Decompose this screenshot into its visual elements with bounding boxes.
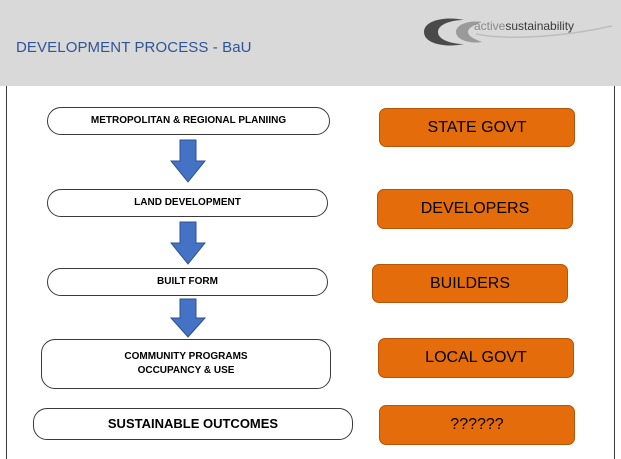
down-arrow-icon: [170, 298, 206, 338]
actor-developers: DEVELOPERS: [377, 189, 573, 229]
step-label-line1: COMMUNITY PROGRAMS: [124, 351, 248, 362]
actor-label: DEVELOPERS: [420, 200, 530, 217]
actor-unknown: ??????: [379, 405, 575, 445]
actor-label: LOCAL GOVT: [425, 349, 527, 366]
actor-label: ??????: [450, 416, 504, 433]
actor-local-govt: LOCAL GOVT: [378, 338, 574, 378]
slide-frame: [6, 86, 615, 459]
logo-wordmark: activesustainability: [474, 19, 574, 33]
step-label-line2: OCCUPANCY & USE: [137, 365, 235, 376]
down-arrow-icon: [170, 221, 206, 265]
actor-label: BUILDERS: [429, 274, 511, 292]
actor-state-govt: STATE GOVT: [379, 108, 575, 147]
logo-wordmark-light: active: [474, 19, 506, 33]
actor-builders: BUILDERS: [372, 264, 568, 303]
step-sustainable-outcomes: SUSTAINABLE OUTCOMES: [33, 408, 353, 440]
active-sustainability-logo-icon: [424, 18, 613, 46]
step-label: SUSTAINABLE OUTCOMES: [107, 416, 279, 431]
step-label: METROPOLITAN & REGIONAL PLANIING: [90, 115, 287, 126]
step-community-programs: COMMUNITY PROGRAMS OCCUPANCY & USE: [41, 339, 331, 389]
step-metropolitan-planning: METROPOLITAN & REGIONAL PLANIING: [47, 107, 330, 135]
logo-wordmark-bold: sustainability: [505, 19, 575, 33]
step-label: LAND DEVELOPMENT: [134, 197, 241, 208]
step-label: BUILT FORM: [157, 276, 218, 287]
actor-label: STATE GOVT: [427, 118, 527, 136]
slide-title: DEVELOPMENT PROCESS - BaU: [16, 39, 252, 56]
step-land-development: LAND DEVELOPMENT: [47, 189, 328, 217]
slide-header: [0, 0, 621, 86]
down-arrow-icon: [170, 139, 206, 183]
step-built-form: BUILT FORM: [47, 268, 328, 296]
